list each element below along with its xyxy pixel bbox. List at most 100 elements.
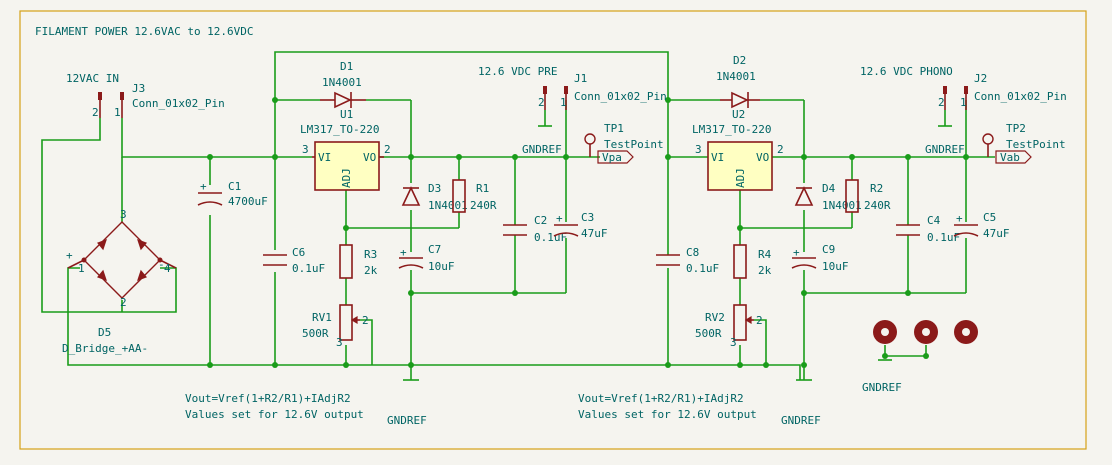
svg-text:-: - bbox=[158, 258, 165, 271]
svg-text:TestPoint: TestPoint bbox=[604, 138, 664, 151]
svg-text:10uF: 10uF bbox=[428, 260, 455, 273]
potentiometer-rv1: 2 3 RV1 500R bbox=[302, 304, 369, 349]
svg-text:2: 2 bbox=[756, 314, 763, 327]
svg-text:R1: R1 bbox=[476, 182, 489, 195]
svg-text:D5: D5 bbox=[98, 326, 111, 339]
svg-text:GNDREF: GNDREF bbox=[387, 414, 427, 427]
svg-text:1: 1 bbox=[114, 106, 121, 119]
sheet-border bbox=[19, 10, 1087, 450]
capacitor-c6: C6 0.1uF bbox=[263, 246, 325, 275]
svg-text:D1: D1 bbox=[340, 60, 353, 73]
gndref-label-2: GNDREF bbox=[925, 143, 965, 156]
svg-text:1N4001: 1N4001 bbox=[428, 199, 468, 212]
connector-j1: 2 1 12.6 VDC PRE J1 Conn_01x02_Pin bbox=[478, 65, 667, 127]
svg-text:1N4001: 1N4001 bbox=[822, 199, 862, 212]
svg-text:47uF: 47uF bbox=[581, 227, 608, 240]
svg-text:0.1uF: 0.1uF bbox=[292, 262, 325, 275]
svg-text:RV1: RV1 bbox=[312, 311, 332, 324]
diode-d1: D1 1N4001 bbox=[320, 60, 366, 109]
svg-text:Vab: Vab bbox=[1000, 151, 1020, 164]
svg-text:ADJ: ADJ bbox=[340, 168, 353, 188]
svg-text:GNDREF: GNDREF bbox=[781, 414, 821, 427]
svg-text:ADJ: ADJ bbox=[734, 168, 747, 188]
svg-text:3: 3 bbox=[302, 143, 309, 156]
svg-text:12.6 VDC PRE: 12.6 VDC PRE bbox=[478, 65, 557, 78]
diode-d4: D4 1N4001 bbox=[794, 182, 862, 212]
svg-text:2k: 2k bbox=[364, 264, 378, 277]
capacitor-c1: + C1 4700uF bbox=[197, 180, 268, 208]
svg-text:C1: C1 bbox=[228, 180, 241, 193]
svg-text:2: 2 bbox=[120, 296, 127, 309]
capacitor-c7: + C7 10uF bbox=[398, 243, 455, 273]
junctions bbox=[207, 97, 969, 368]
capacitor-c9: + C9 10uF bbox=[791, 243, 849, 273]
svg-text:2: 2 bbox=[938, 96, 945, 109]
svg-text:Conn_01x02_Pin: Conn_01x02_Pin bbox=[132, 97, 225, 110]
svg-text:C3: C3 bbox=[581, 211, 594, 224]
svg-text:C9: C9 bbox=[822, 243, 835, 256]
svg-text:D3: D3 bbox=[428, 182, 441, 195]
formula-left-2: Values set for 12.6V output bbox=[185, 408, 364, 421]
svg-text:3: 3 bbox=[730, 336, 737, 349]
capacitor-c5: + C5 47uF bbox=[953, 211, 1010, 240]
svg-text:4: 4 bbox=[164, 262, 171, 275]
gndref-label-1: GNDREF bbox=[522, 143, 562, 156]
svg-text:D2: D2 bbox=[733, 54, 746, 67]
testpoint-tp2: Vab TP2 TestPoint bbox=[982, 122, 1066, 164]
svg-text:Vpa: Vpa bbox=[602, 151, 622, 164]
mounting-holes: GNDREF bbox=[862, 320, 978, 394]
svg-text:TP2: TP2 bbox=[1006, 122, 1026, 135]
svg-text:J2: J2 bbox=[974, 72, 987, 85]
svg-text:D_Bridge_+AA-: D_Bridge_+AA- bbox=[62, 342, 148, 355]
svg-text:TP1: TP1 bbox=[604, 122, 624, 135]
svg-text:C4: C4 bbox=[927, 214, 941, 227]
svg-text:R2: R2 bbox=[870, 182, 883, 195]
svg-text:12VAC IN: 12VAC IN bbox=[66, 72, 119, 85]
ground-symbol-2: GNDREF bbox=[781, 379, 821, 427]
svg-text:J1: J1 bbox=[574, 72, 587, 85]
resistor-r2: R2 240R bbox=[845, 179, 891, 213]
connector-j3: 2 1 12VAC IN J3 Conn_01x02_Pin bbox=[66, 72, 225, 119]
svg-text:+: + bbox=[200, 180, 207, 193]
svg-text:2: 2 bbox=[384, 143, 391, 156]
svg-text:J3: J3 bbox=[132, 82, 145, 95]
svg-text:TestPoint: TestPoint bbox=[1006, 138, 1066, 151]
svg-text:RV2: RV2 bbox=[705, 311, 725, 324]
svg-text:GNDREF: GNDREF bbox=[862, 381, 902, 394]
svg-text:+: + bbox=[400, 246, 407, 259]
capacitor-c8: C8 0.1uF bbox=[656, 246, 719, 275]
svg-text:2: 2 bbox=[538, 96, 545, 109]
svg-text:1N4001: 1N4001 bbox=[322, 76, 362, 89]
svg-text:2k: 2k bbox=[758, 264, 772, 277]
svg-text:47uF: 47uF bbox=[983, 227, 1010, 240]
sheet-title: FILAMENT POWER 12.6VAC to 12.6VDC bbox=[35, 25, 254, 38]
svg-text:0.1uF: 0.1uF bbox=[927, 231, 960, 244]
svg-text:Conn_01x02_Pin: Conn_01x02_Pin bbox=[974, 90, 1067, 103]
diode-d3: D3 1N4001 bbox=[401, 182, 468, 212]
capacitor-c4: C4 0.1uF bbox=[896, 214, 960, 244]
svg-text:1: 1 bbox=[560, 96, 567, 109]
svg-text:LM317_TO-220: LM317_TO-220 bbox=[300, 123, 379, 136]
svg-text:0.1uF: 0.1uF bbox=[686, 262, 719, 275]
svg-text:VO: VO bbox=[756, 151, 769, 164]
formula-left-1: Vout=Vref(1+R2/R1)+IAdjR2 bbox=[185, 392, 351, 405]
svg-text:D4: D4 bbox=[822, 182, 836, 195]
connector-j2: 2 1 12.6 VDC PHONO J2 Conn_01x02_Pin bbox=[860, 65, 1067, 127]
svg-text:C6: C6 bbox=[292, 246, 305, 259]
svg-text:500R: 500R bbox=[302, 327, 329, 340]
svg-text:12.6 VDC PHONO: 12.6 VDC PHONO bbox=[860, 65, 953, 78]
svg-text:240R: 240R bbox=[470, 199, 497, 212]
regulator-u2: VI VO ADJ 3 2 U2 LM317_TO-220 bbox=[692, 108, 784, 191]
capacitor-c3: + C3 47uF bbox=[553, 211, 608, 240]
svg-text:1: 1 bbox=[960, 96, 967, 109]
svg-text:C8: C8 bbox=[686, 246, 699, 259]
svg-text:3: 3 bbox=[695, 143, 702, 156]
svg-text:U2: U2 bbox=[732, 108, 745, 121]
svg-text:VI: VI bbox=[711, 151, 724, 164]
resistor-r3: R3 2k bbox=[339, 244, 378, 279]
resistor-r4: R4 2k bbox=[733, 244, 772, 279]
resistor-r1: R1 240R bbox=[452, 179, 497, 213]
svg-text:10uF: 10uF bbox=[822, 260, 849, 273]
